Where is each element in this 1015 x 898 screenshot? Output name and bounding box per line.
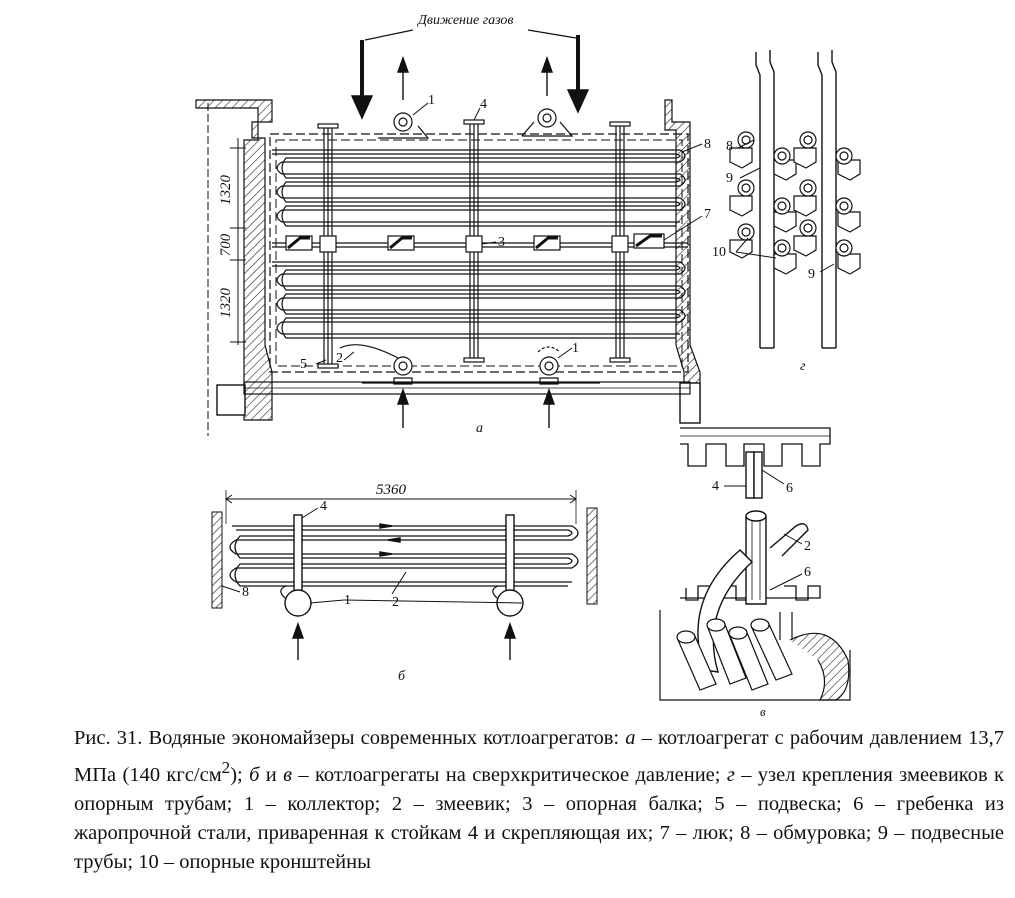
coil-isometric-branch bbox=[769, 523, 809, 557]
callout-a-lining: 8 bbox=[704, 137, 711, 152]
callout-b-collector: 1 bbox=[344, 593, 351, 608]
pipes-isometric bbox=[676, 618, 793, 691]
callout-v-coil: 2 bbox=[804, 539, 811, 554]
dimension-label-middle: 700 bbox=[218, 233, 234, 256]
view-v-labels: 4 6 2 6 в bbox=[712, 479, 811, 719]
rack-left-b bbox=[293, 514, 303, 598]
view-g-label: г bbox=[800, 359, 806, 374]
callout-a-manhole: 7 bbox=[704, 207, 711, 222]
caption-text-4: – котлоагрегаты на сверхкритическое давл… bbox=[292, 763, 727, 786]
gas-down-arrowhead-left bbox=[350, 95, 374, 120]
view-a: Движение газов bbox=[195, 13, 703, 436]
support-brackets bbox=[729, 131, 861, 275]
callout-v-comb-isometric: 6 bbox=[804, 565, 811, 580]
callout-leaders-a bbox=[315, 102, 703, 365]
collectors-bottom bbox=[339, 344, 600, 385]
caption-ref-g: г bbox=[726, 763, 735, 786]
caption-sup: 2 bbox=[221, 758, 231, 777]
callout-leaders-b bbox=[221, 507, 523, 604]
coils-lower bbox=[272, 261, 686, 339]
gas-label-leader bbox=[364, 29, 414, 41]
detail-frame bbox=[659, 610, 851, 701]
collector-left-b bbox=[284, 589, 312, 617]
caption-ref-b: б bbox=[249, 763, 260, 786]
callout-g-bracket: 10 bbox=[712, 245, 726, 260]
callout-g-pipe: 9 bbox=[726, 171, 733, 186]
gas-label-leader-right bbox=[527, 29, 577, 39]
dimension-label-top: 1320 bbox=[218, 175, 234, 206]
figure-caption: Рис. 31. Водяные экономайзеры современны… bbox=[74, 724, 1004, 877]
callout-a-coil: 2 bbox=[336, 351, 343, 366]
comb-detail bbox=[680, 427, 831, 467]
suspension-pipe-right bbox=[817, 50, 837, 348]
callout-g-pipe-right: 9 bbox=[808, 267, 815, 282]
rack-detail bbox=[745, 451, 755, 499]
view-g bbox=[729, 50, 861, 349]
view-g-labels: 8 9 10 9 г bbox=[712, 139, 815, 374]
callout-leaders-v bbox=[769, 533, 803, 591]
callout-b-coil: 2 bbox=[392, 595, 399, 610]
callout-a-hanger: 5 bbox=[300, 357, 307, 372]
caption-lead: Рис. 31. Водяные экономайзеры современны… bbox=[74, 727, 626, 749]
figure-drawing: Движение газов bbox=[195, 13, 861, 719]
view-a-label: а bbox=[476, 421, 483, 436]
caption-text-1: – котлоагрегат с рабочим давлением 13,7 … bbox=[74, 727, 1004, 786]
gas-down-arrowhead-right bbox=[566, 89, 590, 114]
callout-a-collector-top: 1 bbox=[428, 93, 435, 108]
caption-ref-v: в bbox=[283, 763, 293, 786]
view-b-label: б bbox=[398, 669, 406, 684]
coils-upper bbox=[272, 149, 686, 227]
left-foundation bbox=[216, 384, 246, 416]
left-lining-b bbox=[211, 511, 223, 609]
manholes bbox=[285, 233, 665, 251]
dimension-label-5360: 5360 bbox=[376, 482, 407, 498]
callout-b-lining: 8 bbox=[242, 585, 249, 600]
callout-leaders-g bbox=[735, 139, 835, 273]
dimension-label-bottom: 1320 bbox=[218, 288, 234, 319]
callout-g-lining: 8 bbox=[726, 139, 733, 154]
caption-text-3: и bbox=[259, 763, 284, 786]
view-v bbox=[659, 427, 851, 701]
callout-v-rack: 4 bbox=[712, 479, 719, 494]
view-b-labels: 5360 4 8 2 1 б bbox=[242, 482, 407, 684]
callout-b-rack: 4 bbox=[320, 499, 327, 514]
rack-right-b bbox=[505, 514, 515, 598]
caption-text-2: ); bbox=[230, 763, 250, 786]
suspension-pipe-left bbox=[755, 50, 775, 348]
view-v-label: в bbox=[760, 704, 766, 719]
collectors-top bbox=[378, 108, 574, 139]
callout-a-collector-bottom: 1 bbox=[572, 341, 579, 356]
collector-isometric bbox=[789, 632, 850, 701]
gas-flow-label: Движение газов bbox=[416, 13, 514, 28]
caption-text-5: – узел крепления змеевиков к опорным тру… bbox=[74, 763, 1004, 873]
hangers bbox=[317, 119, 631, 369]
casing-inner-outline bbox=[275, 139, 683, 367]
casing-outline bbox=[269, 133, 689, 373]
callout-a-rack: 4 bbox=[480, 97, 487, 112]
right-lining-b bbox=[586, 507, 598, 605]
view-b bbox=[211, 490, 598, 660]
callout-v-comb: 6 bbox=[786, 481, 793, 496]
coils-b bbox=[229, 525, 579, 587]
view-a-labels: 1320 700 1320 1 4 8 7 3 5 2 1 а bbox=[218, 93, 711, 436]
callout-a-beam: 3 bbox=[498, 235, 505, 250]
caption-ref-a: а bbox=[625, 727, 636, 749]
